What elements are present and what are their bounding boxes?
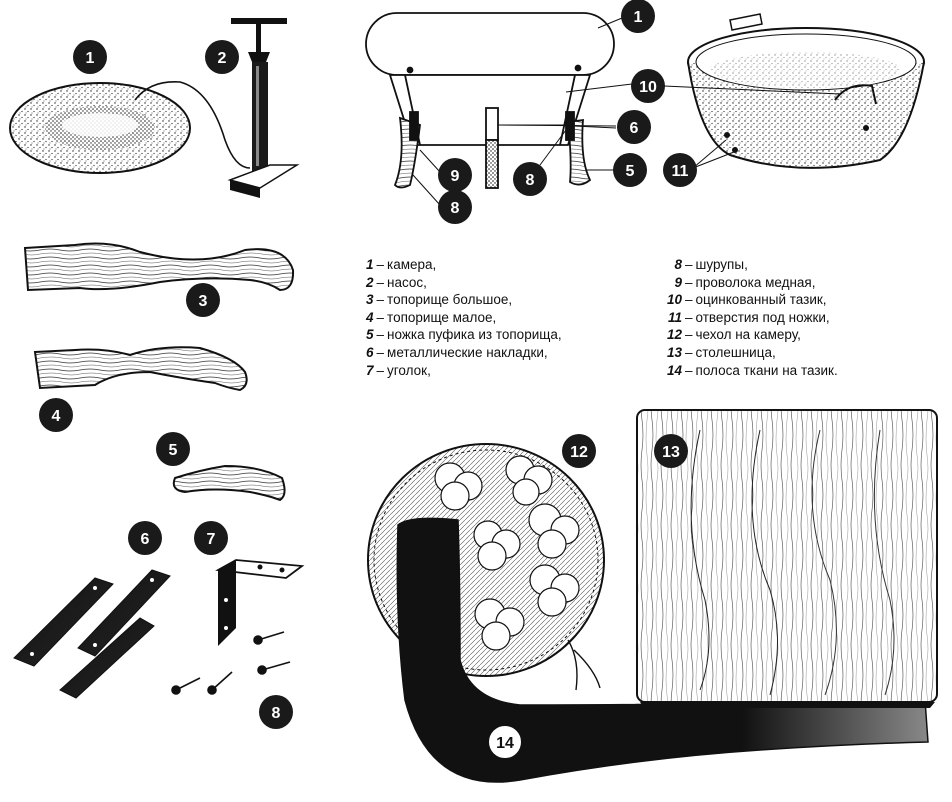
svg-text:13: 13 [662, 444, 680, 461]
badge-plates: 6 [128, 521, 162, 555]
badge-tabletop: 13 [654, 434, 688, 468]
badge-big-handle: 3 [186, 283, 220, 317]
legend-item: 5–ножка пуфика из топорища, [366, 327, 562, 343]
badge-cover: 12 [562, 434, 596, 468]
legend-item: 10–оцинкованный тазик, [666, 292, 827, 308]
badge-angle: 7 [194, 521, 228, 555]
inner-tube-illustration [9, 82, 191, 174]
pump-illustration [227, 18, 300, 198]
badge-tube: 1 [73, 40, 107, 74]
svg-text:9: 9 [451, 168, 460, 185]
svg-text:6: 6 [141, 531, 150, 548]
svg-text:5: 5 [169, 442, 178, 459]
big-axe-handle-illustration [23, 242, 295, 292]
badge-leg: 5 [156, 432, 190, 466]
badge-pump: 2 [205, 40, 239, 74]
legend-right-column: 8–шурупы, 9–проволока медная, 10–оцинков… [660, 256, 838, 379]
svg-text:1: 1 [86, 50, 95, 67]
badge-asm-5: 5 [613, 153, 647, 187]
svg-text:10: 10 [639, 79, 657, 96]
svg-text:11: 11 [672, 163, 689, 180]
svg-text:12: 12 [570, 444, 588, 461]
pouf-leg-illustration [172, 464, 286, 502]
zinc-basin-illustration [687, 13, 925, 169]
leader-lines [412, 17, 841, 206]
metal-plates-illustration [13, 569, 171, 699]
legend-item: 11–отверстия под ножки, [667, 309, 830, 325]
badge-asm-10: 10 [631, 69, 665, 103]
svg-text:5: 5 [626, 163, 635, 180]
legend-item: 7–уголок, [366, 362, 431, 378]
legend-item: 14–полоса ткани на тазик. [666, 362, 838, 378]
legend-item: 6–металлические накладки, [366, 344, 548, 360]
legend-item: 1–камера, [366, 257, 437, 272]
legend-item: 9–проволока медная, [674, 274, 816, 290]
badge-asm-9: 9 [438, 158, 472, 192]
badges: 1 2 3 4 5 6 7 8 1 10 6 5 11 9 8 8 12 13 … [39, 0, 697, 760]
svg-text:14: 14 [496, 735, 514, 752]
pump-hose [134, 81, 251, 169]
svg-text:8: 8 [451, 200, 460, 217]
badge-asm-6: 6 [617, 110, 651, 144]
angle-bracket-illustration [215, 559, 305, 646]
legend-item: 4–топорище малое, [366, 309, 497, 325]
svg-text:3: 3 [199, 293, 208, 310]
svg-text:4: 4 [52, 408, 61, 425]
svg-text:7: 7 [207, 531, 216, 548]
svg-text:2: 2 [218, 50, 227, 67]
legend-item: 13–столешница, [666, 344, 776, 360]
badge-asm-1: 1 [621, 0, 655, 33]
badge-screws: 8 [259, 695, 293, 729]
legend-item: 8–шурупы, [674, 257, 748, 272]
svg-text:1: 1 [634, 9, 643, 26]
legend-item: 2–насос, [366, 274, 427, 290]
badge-asm-8b: 8 [438, 190, 472, 224]
badge-small-handle: 4 [39, 398, 73, 432]
pouf-assembly-illustration [365, 12, 615, 189]
screws-illustration [171, 631, 291, 695]
badge-asm-8a: 8 [513, 162, 547, 196]
svg-text:8: 8 [272, 705, 281, 722]
legend-item: 3–топорище большое, [366, 292, 513, 308]
small-axe-handle-illustration [33, 346, 248, 392]
tabletop-illustration [636, 409, 938, 708]
badge-strip: 14 [487, 724, 523, 760]
svg-text:8: 8 [526, 172, 535, 189]
legend-item: 12–чехол на камеру, [666, 327, 801, 343]
badge-asm-11: 11 [663, 153, 697, 187]
svg-text:6: 6 [630, 120, 639, 137]
legend-left-column: 1–камера, 2–насос, 3–топорище большое, 4… [366, 256, 562, 379]
